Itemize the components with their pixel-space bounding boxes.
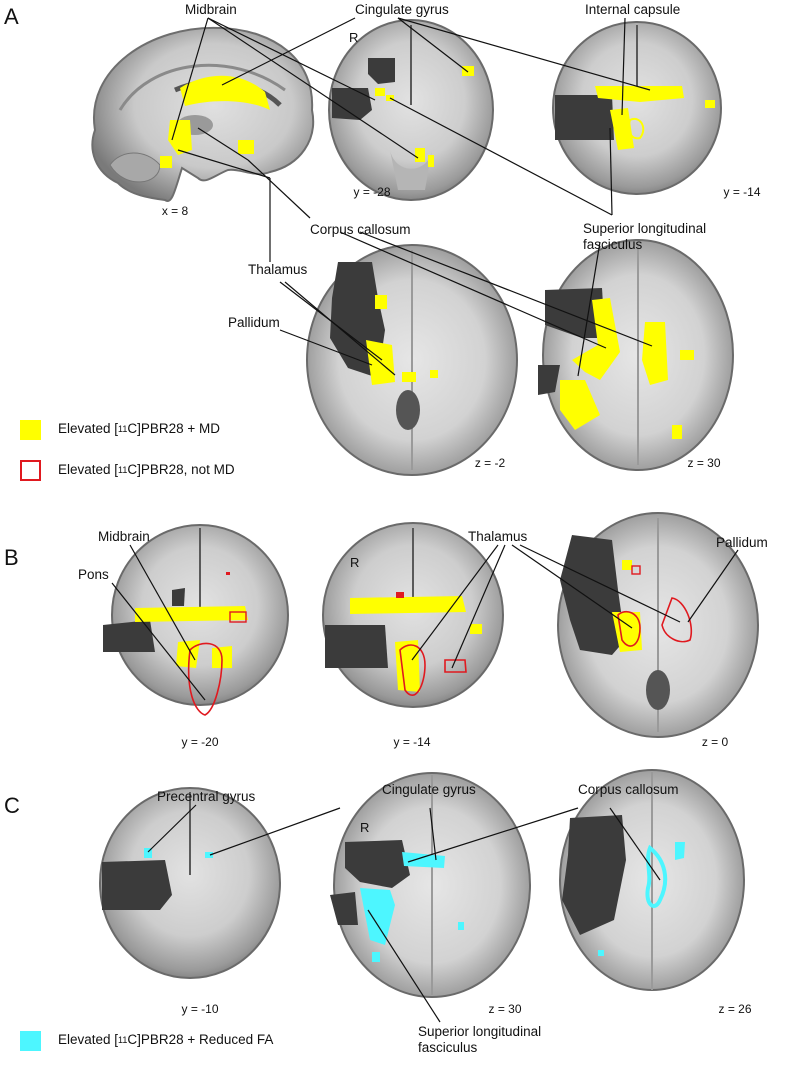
slice-y-20: y = -20 — [181, 735, 219, 749]
legend-swatch-cyan — [20, 1031, 41, 1051]
label-pons-b: Pons — [78, 567, 109, 582]
label-cingulate-a: Cingulate gyrus — [355, 2, 449, 17]
panel-letter-a: A — [4, 4, 19, 29]
label-slf-a-line1: Superior longitudinal — [583, 221, 707, 236]
label-midbrain-b: Midbrain — [98, 529, 150, 544]
label-pallidum-b: Pallidum — [716, 535, 768, 550]
leader-lines-b — [111, 544, 739, 701]
label-internal-capsule-a: Internal capsule — [585, 2, 681, 17]
label-thalamus-a: Thalamus — [248, 262, 308, 277]
slice-z0: z = 0 — [701, 735, 729, 749]
brain-axial-c2 — [330, 772, 531, 998]
brain-axial-a2 — [538, 239, 734, 471]
legend-text-post: C]PBR28 + Reduced FA — [127, 1032, 274, 1047]
slice-z30-c: z = 30 — [488, 1002, 522, 1016]
brain-coronal-a2 — [552, 21, 722, 195]
slice-z26: z = 26 — [718, 1002, 752, 1016]
label-corpus-callosum-a: Corpus callosum — [310, 222, 411, 237]
slice-x8: x = 8 — [161, 204, 189, 218]
brain-coronal-c1 — [99, 787, 281, 979]
slice-z30-a: z = 30 — [687, 456, 721, 470]
slice-y-14-a: y = -14 — [723, 185, 761, 199]
orientation-r-a: R — [349, 30, 359, 45]
leader-lines-c — [147, 804, 661, 1023]
legend-swatch-yellow — [20, 420, 41, 440]
legend-swatch-red-outline — [20, 460, 41, 481]
legend-text-pre: Elevated [ — [58, 421, 119, 436]
brain-coronal-b2 — [322, 522, 504, 708]
slice-y-14-b: y = -14 — [393, 735, 431, 749]
panel-letter-b: B — [4, 545, 19, 570]
orientation-r-b: R — [350, 555, 360, 570]
label-corpus-callosum-c: Corpus callosum — [578, 782, 679, 797]
brain-sagittal-a — [91, 26, 315, 202]
slice-z-2: z = -2 — [474, 456, 506, 470]
label-cingulate-c: Cingulate gyrus — [382, 782, 476, 797]
legend-text-pre: Elevated [ — [58, 462, 119, 477]
brain-coronal-b1 — [103, 524, 289, 716]
label-precentral-c: Precentral gyrus — [157, 789, 256, 804]
legend-text-sup: 11 — [118, 464, 128, 475]
legend-text-pre: Elevated [ — [58, 1032, 119, 1047]
leader-lines-a — [171, 17, 653, 377]
legend-text-sup: 11 — [118, 1034, 128, 1045]
brain-axial-c3 — [559, 769, 745, 991]
legend-text-post: C]PBR28 + MD — [127, 421, 221, 436]
label-midbrain-a: Midbrain — [185, 2, 237, 17]
label-slf-c-line2: fasciculus — [418, 1040, 478, 1055]
label-slf-c-line1: Superior longitudinal — [418, 1024, 542, 1039]
brain-axial-a1 — [306, 244, 518, 476]
legend-text-post: C]PBR28, not MD — [127, 462, 235, 477]
orientation-r-c: R — [360, 820, 370, 835]
panel-letter-c: C — [4, 793, 20, 818]
slice-y-28: y = -28 — [353, 185, 391, 199]
brain-coronal-a1 — [328, 19, 494, 201]
brain-axial-b3 — [557, 512, 759, 738]
label-slf-a-line2: fasciculus — [583, 237, 643, 252]
label-thalamus-b: Thalamus — [468, 529, 528, 544]
slice-y-10: y = -10 — [181, 1002, 219, 1016]
legend-text-sup: 11 — [118, 423, 128, 434]
label-pallidum-a: Pallidum — [228, 315, 280, 330]
